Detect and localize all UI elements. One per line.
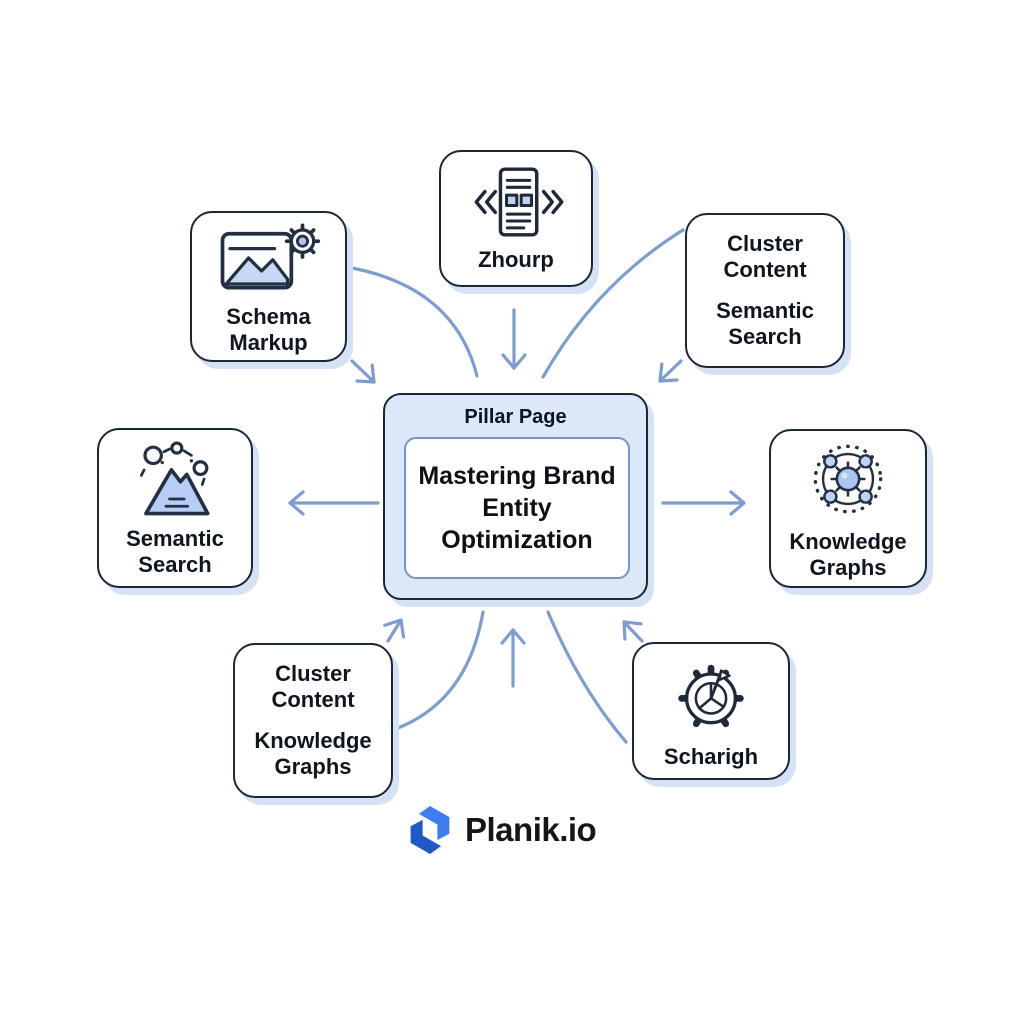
node-label: Schema Markup [226, 304, 311, 355]
arrow-clusterknowledge-to-center [383, 618, 406, 643]
node-label: Scharigh [663, 743, 759, 769]
pillar-page-header: Pillar Page [464, 406, 567, 428]
node-label: Knowledge Graphs [254, 728, 372, 779]
node-knowledge-graphs: Knowledge Graphs [769, 429, 927, 588]
planik-logo-icon [410, 806, 450, 854]
pillar-page-inner-box: Mastering Brand Entity Optimization [404, 437, 630, 579]
node-cluster-content-semantic-search: Cluster Content Semantic Search [685, 213, 845, 368]
arrow-schema-to-center [350, 359, 376, 384]
mountain-network-icon [125, 439, 225, 519]
arrow-cluster-to-center [658, 359, 683, 383]
logo-text: Planik.io [465, 811, 597, 848]
node-label: Cluster Content [271, 661, 355, 713]
center-pillar-page-box: Pillar Page Mastering Brand Entity Optim… [383, 393, 648, 600]
node-scharigh: Scharigh [632, 642, 790, 780]
gear-pie-icon [669, 653, 753, 737]
arrow-scharigh-to-center [622, 620, 644, 643]
node-label: Cluster Content [723, 231, 807, 283]
node-label: Semantic Search [126, 525, 224, 577]
curve-scharigh-to-center [546, 610, 628, 744]
planik-logo: Planik.io [406, 804, 597, 856]
curve-clusterknowledge-to-center [396, 610, 485, 730]
node-label: Knowledge Graphs [789, 529, 907, 580]
node-cluster-content-knowledge-graphs: Cluster Content Knowledge Graphs [233, 643, 393, 798]
node-semantic-search: Semantic Search [97, 428, 253, 588]
node-zhourp: Zhourp [439, 150, 593, 287]
node-schema-markup: Schema Markup [190, 211, 347, 362]
knowledge-graph-icon [802, 436, 894, 522]
code-document-icon [462, 164, 570, 240]
node-label: Semantic Search [716, 298, 814, 349]
node-label: Zhourp [478, 247, 554, 273]
pillar-page-title: Mastering Brand Entity Optimization [418, 462, 616, 554]
image-gear-icon [211, 217, 327, 297]
